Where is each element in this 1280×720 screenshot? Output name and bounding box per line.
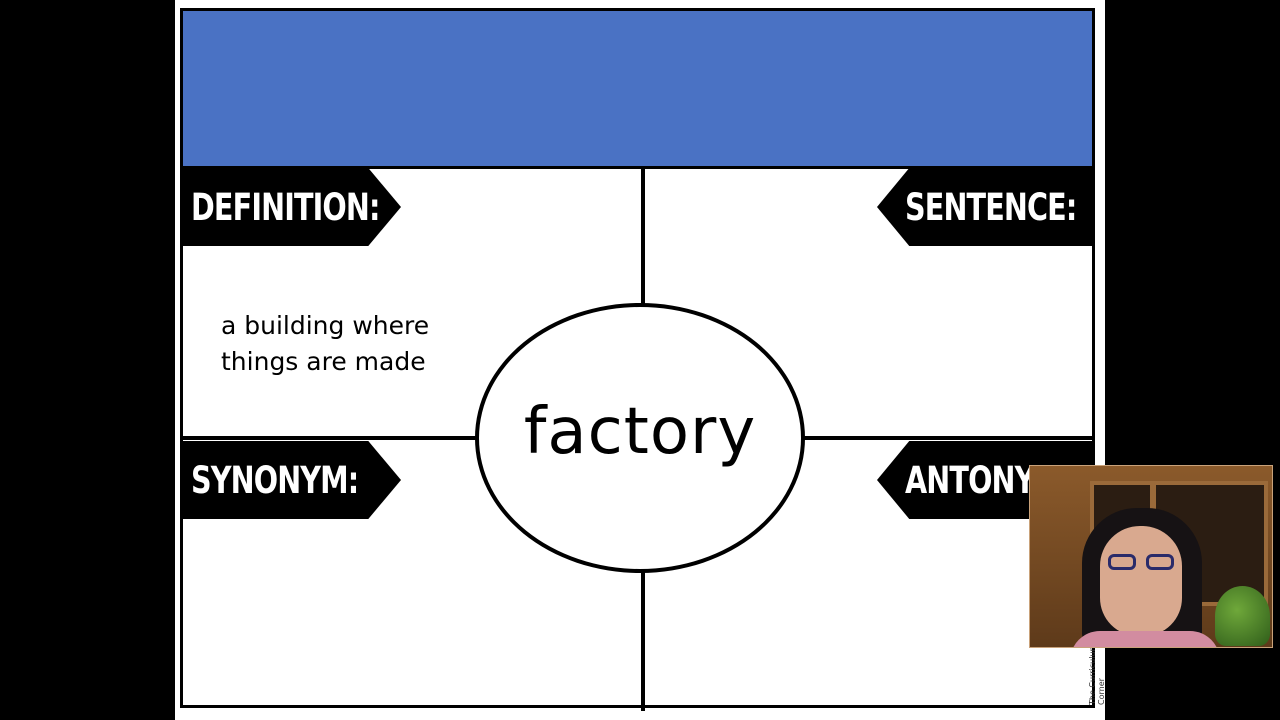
divider-left [183, 436, 483, 440]
definition-text: a building where things are made [221, 311, 430, 376]
definition-label: DEFINITION: [183, 168, 401, 246]
credit-text: The Curriculum Corner [1088, 643, 1106, 705]
synonym-label: SYNONYM: [183, 441, 401, 519]
divider-right [803, 436, 1092, 440]
plant-image [1215, 586, 1270, 646]
title-bar [183, 11, 1092, 169]
presenter-face [1100, 526, 1182, 636]
vocabulary-frame: DEFINITION: SENTENCE: SYNONYM: ANTONYM: … [180, 8, 1106, 711]
sentence-label: SENTENCE: [877, 168, 1092, 246]
presenter-shirt [1070, 631, 1220, 647]
glasses-icon [1108, 554, 1176, 572]
slide: DEFINITION: SENTENCE: SYNONYM: ANTONYM: … [175, 0, 1106, 720]
webcam-overlay[interactable] [1029, 465, 1273, 648]
divider-top [641, 166, 645, 311]
divider-bottom [641, 571, 645, 711]
vocabulary-word: factory [523, 395, 757, 469]
word-oval: factory [475, 303, 805, 573]
